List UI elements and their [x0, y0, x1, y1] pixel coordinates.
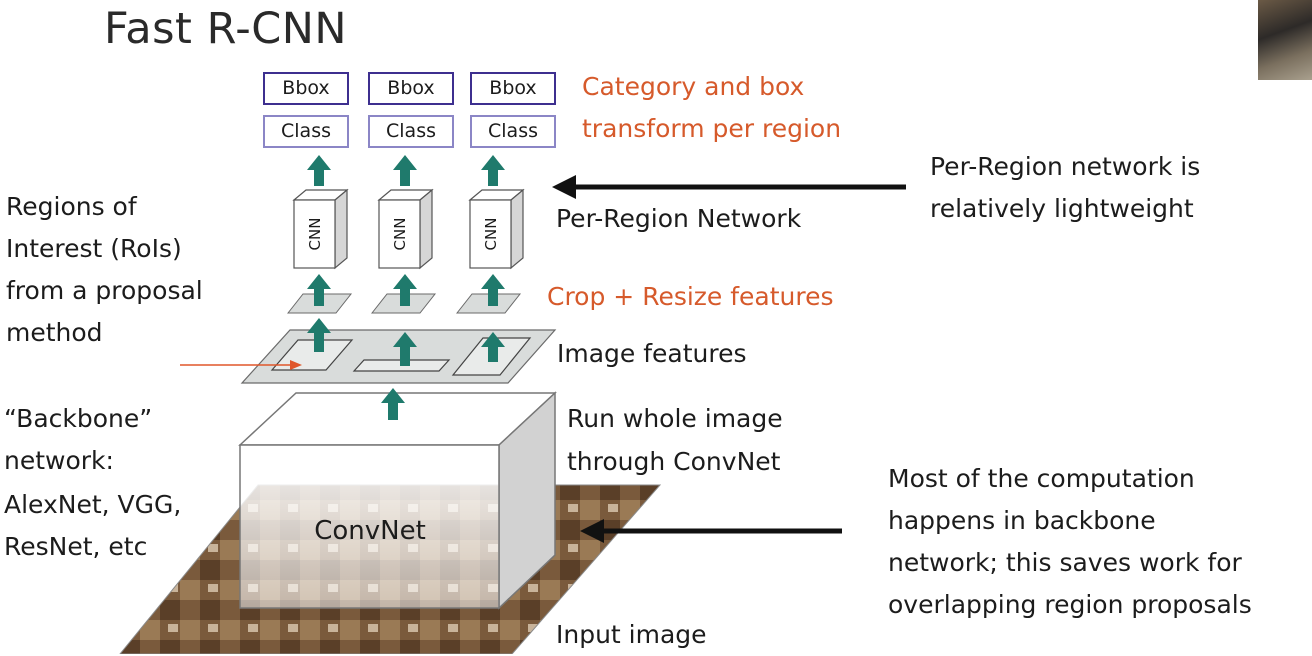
computation-note-line3: network; this saves work for [888, 548, 1242, 577]
up-arrow [307, 318, 331, 352]
rois-note-line1: Regions of [6, 192, 137, 221]
cnn-block-2: CNN [377, 188, 434, 270]
cnn-block-3: CNN [468, 188, 525, 270]
bbox-output-2: Bbox [368, 72, 454, 105]
pointer-arrow-per-region [552, 175, 906, 199]
speaker-video-thumbnail [1258, 0, 1312, 80]
per-region-network-label: Per-Region Network [556, 204, 802, 233]
slide-title: Fast R-CNN [104, 4, 348, 54]
up-arrow [381, 388, 405, 420]
backbone-note-line4: ResNet, etc [4, 532, 148, 561]
flow-arrows [307, 155, 505, 420]
computation-note-line1: Most of the computation [888, 464, 1195, 493]
up-arrow [481, 274, 505, 306]
class-output-2: Class [368, 115, 454, 148]
class-output-1: Class [263, 115, 349, 148]
up-arrow [307, 274, 331, 306]
lightweight-note-line2: relatively lightweight [930, 194, 1194, 223]
roi-pointer-arrow [180, 360, 302, 370]
rois-note-line3: from a proposal [6, 276, 203, 305]
up-arrow [393, 332, 417, 366]
up-arrow [393, 274, 417, 306]
category-box-label-line1: Category and box [582, 72, 805, 101]
cnn-label-1: CNN [306, 218, 324, 251]
bbox-output-1: Bbox [263, 72, 349, 105]
run-whole-image-line2: through ConvNet [567, 447, 781, 476]
cnn-block-1: CNN [292, 188, 349, 270]
up-arrow [393, 155, 417, 186]
backbone-note-line1: “Backbone” [4, 404, 153, 433]
pointer-arrow-backbone [580, 519, 842, 543]
rois-note-line4: method [6, 318, 103, 347]
bbox-output-3: Bbox [470, 72, 556, 105]
crop-resize-label: Crop + Resize features [547, 282, 834, 311]
up-arrow [307, 155, 331, 186]
category-box-label-line2: transform per region [582, 114, 842, 143]
up-arrow [481, 332, 505, 362]
cnn-label-3: CNN [482, 218, 500, 251]
rois-note-line2: Interest (RoIs) [6, 234, 182, 263]
convnet-front-face [239, 444, 500, 609]
run-whole-image-line1: Run whole image [567, 404, 783, 433]
cnn-label-2: CNN [391, 218, 409, 251]
image-features-label: Image features [557, 339, 747, 368]
input-image-label: Input image [556, 620, 707, 649]
backbone-note-line3: AlexNet, VGG, [4, 490, 182, 519]
computation-note-line2: happens in backbone [888, 506, 1156, 535]
computation-note-line4: overlapping region proposals [888, 590, 1252, 619]
class-output-3: Class [470, 115, 556, 148]
lightweight-note-line1: Per-Region network is [930, 152, 1201, 181]
up-arrow [481, 155, 505, 186]
convnet-label: ConvNet [314, 516, 426, 546]
backbone-note-line2: network: [4, 446, 114, 475]
